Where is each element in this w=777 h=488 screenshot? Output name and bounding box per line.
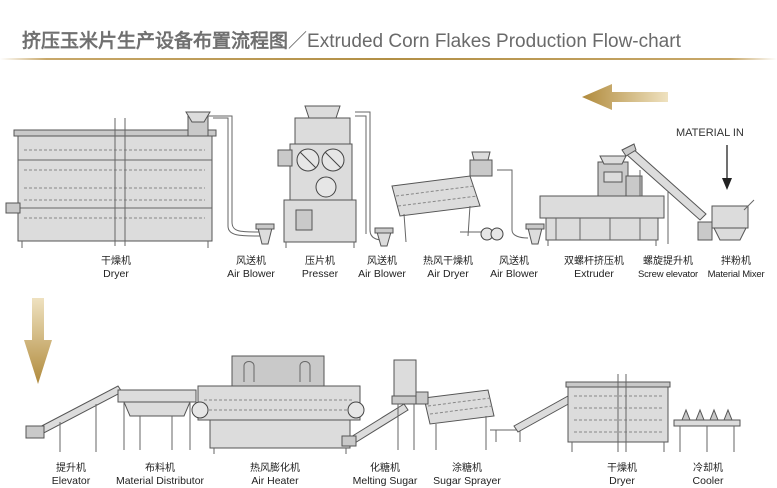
label-air-blower-1: 风送机 Air Blower [227, 256, 275, 280]
label-dryer-top: 干燥机 Dryer [101, 256, 131, 280]
label-dryer-bottom: 干燥机 Dryer [607, 463, 637, 487]
cooler-machine [673, 408, 741, 452]
label-air-blower-3: 风送机 Air Blower [490, 256, 538, 280]
air-heater-machine [191, 355, 365, 454]
label-material-mixer: 拌粉机 Material Mixer [707, 256, 765, 280]
sugar-to-dryer-conveyor [513, 395, 573, 433]
material-in-label: MATERIAL IN [676, 127, 744, 139]
flow-direction-left-arrow [582, 84, 668, 110]
air-pipe-2b [355, 115, 367, 234]
air-pipe-3 [497, 169, 529, 239]
extruder-machine [539, 155, 665, 246]
air-pipe-1b [213, 117, 261, 237]
label-extruder: 双螺杆挤压机 Extruder [564, 256, 624, 280]
label-material-distributor: 布料机 Material Distributor [115, 463, 205, 487]
label-air-heater: 热风膨化机 Air Heater [250, 463, 300, 487]
title-separator: ／ [288, 31, 308, 52]
title-chinese: 挤压玉米片生产设备布置流程图 [22, 30, 289, 52]
material-in-arrow [722, 145, 732, 190]
label-sugar-sprayer: 涂糖机 Sugar Sprayer [433, 463, 501, 487]
dryer-machine-top [5, 111, 217, 248]
label-elevator: 提升机 Elevator [51, 463, 91, 487]
label-cooler: 冷却机 Cooler [692, 463, 724, 487]
presser-machine [277, 105, 357, 248]
dryer-machine-bottom [565, 374, 671, 452]
air-pipe-1 [208, 115, 261, 233]
label-screw-elevator: 螺旋提升机 Screw elevator [637, 256, 699, 280]
label-air-dryer: 热风干燥机 Air Dryer [423, 256, 473, 280]
material-distributor [117, 389, 197, 450]
air-pipe-2 [355, 111, 385, 241]
sugar-sprayer-drum [415, 389, 521, 450]
air-blower-3 [525, 223, 545, 245]
screw-elevator [621, 143, 707, 244]
melting-sugar-machine [341, 359, 419, 450]
material-mixer [697, 199, 755, 241]
flow-direction-down-arrow [24, 298, 52, 384]
air-blower-2 [374, 227, 394, 247]
elevator-conveyor [25, 385, 123, 452]
label-air-blower-2: 风送机 Air Blower [358, 256, 406, 280]
label-presser: 压片机 Presser [301, 256, 339, 280]
page-title: 挤压玉米片生产设备布置流程图／Extruded Corn Flakes Prod… [22, 26, 681, 53]
air-blower-1 [255, 223, 275, 245]
label-melting-sugar: 化糖机 Melting Sugar [352, 463, 418, 487]
title-english: Extruded Corn Flakes Production Flow-cha… [307, 31, 681, 52]
air-dryer-drum [391, 151, 504, 243]
title-underline [0, 58, 777, 60]
